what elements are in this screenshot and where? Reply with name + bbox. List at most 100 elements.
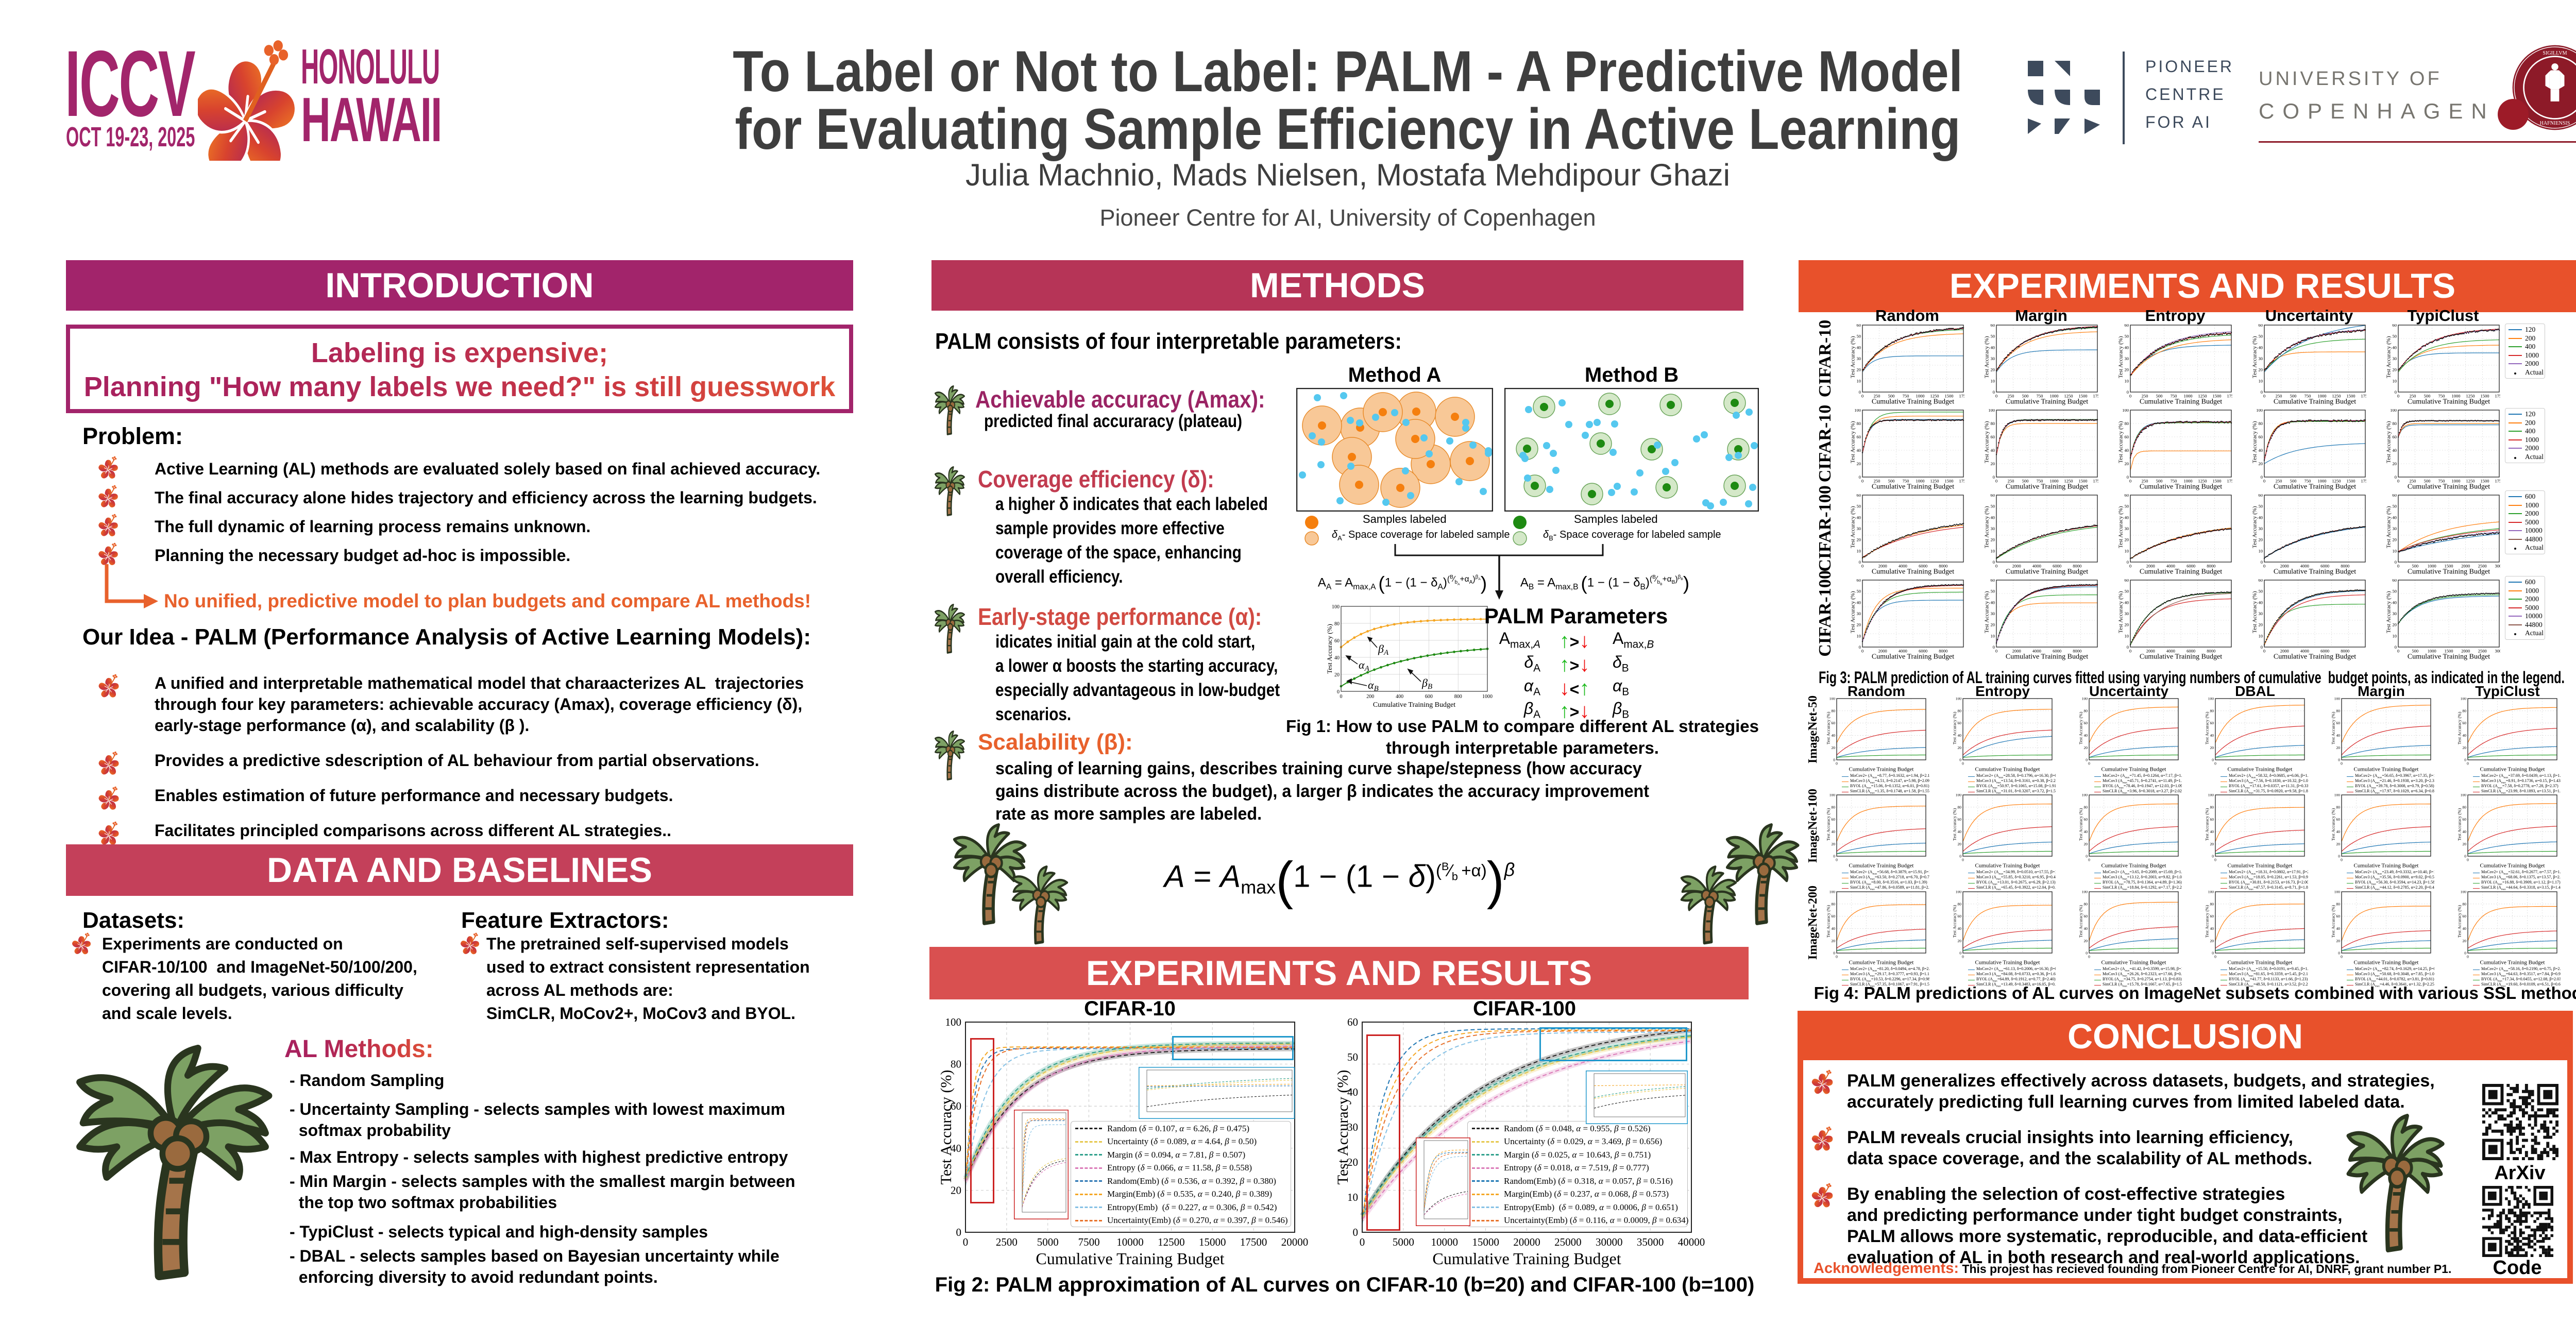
svg-text:30: 30 <box>2393 356 2397 361</box>
svg-text:20: 20 <box>2336 745 2341 750</box>
svg-text:20: 20 <box>2259 461 2263 466</box>
svg-text:1750: 1750 <box>1959 479 1965 484</box>
svg-text:2000: 2000 <box>2461 564 2470 569</box>
svg-text:2000: 2000 <box>2012 649 2021 654</box>
svg-text:60: 60 <box>2259 324 2263 328</box>
svg-text:Cumulative Training Budget: Cumulative Training Budget <box>2140 568 2222 576</box>
svg-text:Cumulative Training Budget: Cumulative Training Budget <box>1872 483 1954 491</box>
svg-text:0: 0 <box>2261 474 2263 480</box>
svg-text:60: 60 <box>2259 494 2263 498</box>
svg-text:250: 250 <box>2142 394 2148 399</box>
svg-text:0: 0 <box>2341 761 2343 766</box>
svg-text:10000: 10000 <box>1431 1236 1459 1248</box>
svg-text:40: 40 <box>1857 448 1861 453</box>
svg-text:60: 60 <box>1857 434 1861 439</box>
svg-text:0: 0 <box>2341 858 2343 862</box>
svg-text:Test Accuracy (%): Test Accuracy (%) <box>1953 712 1957 744</box>
svg-text:Test Accuracy (%): Test Accuracy (%) <box>1850 336 1856 378</box>
svg-text:20: 20 <box>1832 842 1836 846</box>
svg-text:80: 80 <box>1958 805 1962 809</box>
svg-text:10: 10 <box>1347 1191 1358 1203</box>
svg-text:250: 250 <box>1874 394 1880 399</box>
svg-text:800: 800 <box>1454 694 1462 700</box>
svg-text:50: 50 <box>1857 504 1861 509</box>
svg-text:4000: 4000 <box>2032 564 2041 569</box>
svg-text:100: 100 <box>1332 604 1340 610</box>
svg-text:0: 0 <box>1836 761 1838 766</box>
svg-text:20: 20 <box>2259 537 2263 542</box>
svg-text:Cumulative Training Budget: Cumulative Training Budget <box>2006 398 2088 406</box>
svg-text:60: 60 <box>2259 434 2263 439</box>
svg-text:100: 100 <box>2082 794 2088 797</box>
svg-text:0: 0 <box>2263 564 2265 569</box>
svg-text:Test Accuracy (%): Test Accuracy (%) <box>1826 712 1831 744</box>
svg-text:Cumulative Training Budget: Cumulative Training Budget <box>2408 653 2490 661</box>
svg-text:2000: 2000 <box>1878 649 1887 654</box>
svg-text:8000: 8000 <box>2073 649 2081 654</box>
svg-text:80: 80 <box>2210 805 2214 809</box>
svg-text:15000: 15000 <box>1199 1236 1226 1248</box>
svg-text:40: 40 <box>2210 733 2214 738</box>
svg-text:1750: 1750 <box>2093 479 2099 484</box>
svg-text:0: 0 <box>2397 649 2399 654</box>
svg-text:0: 0 <box>2397 394 2399 399</box>
svg-text:40: 40 <box>2125 345 2129 350</box>
svg-text:12500: 12500 <box>1158 1236 1185 1248</box>
svg-text:Cumulative Training Budget: Cumulative Training Budget <box>2354 767 2419 773</box>
svg-text:Test Accuracy (%): Test Accuracy (%) <box>1826 905 1831 938</box>
svg-text:80: 80 <box>1991 421 1995 426</box>
svg-text:40: 40 <box>1347 1086 1358 1098</box>
svg-text:0: 0 <box>2212 854 2214 859</box>
svg-text:0: 0 <box>2395 474 2397 480</box>
svg-text:Test Accuracy (%): Test Accuracy (%) <box>1984 421 1990 463</box>
svg-text:60: 60 <box>951 1100 961 1112</box>
svg-text:50: 50 <box>1991 334 1995 339</box>
svg-text:500: 500 <box>2424 479 2431 484</box>
svg-text:0: 0 <box>1836 955 1838 959</box>
svg-text:1000: 1000 <box>2428 564 2436 569</box>
svg-text:5000: 5000 <box>1037 1236 1059 1248</box>
svg-text:10: 10 <box>2393 548 2397 553</box>
svg-text:0: 0 <box>2395 644 2397 650</box>
svg-text:Cumulative Training Budget: Cumulative Training Budget <box>2408 568 2490 576</box>
svg-text:60: 60 <box>1991 434 1995 439</box>
svg-text:20: 20 <box>2125 537 2129 542</box>
svg-text:6000: 6000 <box>2053 564 2061 569</box>
svg-text:1750: 1750 <box>2227 479 2233 484</box>
svg-text:3000: 3000 <box>2495 564 2501 569</box>
svg-text:Test Accuracy (%): Test Accuracy (%) <box>2252 336 2258 378</box>
svg-text:30: 30 <box>2393 611 2397 616</box>
svg-text:40: 40 <box>2336 733 2341 738</box>
svg-text:20: 20 <box>2084 939 2088 943</box>
svg-text:40: 40 <box>2393 600 2397 605</box>
svg-text:80: 80 <box>2125 421 2129 426</box>
svg-text:60: 60 <box>1991 494 1995 498</box>
svg-text:Test Accuracy (%): Test Accuracy (%) <box>2331 712 2335 744</box>
svg-text:Test Accuracy (%): Test Accuracy (%) <box>2458 808 2462 841</box>
svg-text:60: 60 <box>2336 914 2341 919</box>
svg-text:20: 20 <box>2125 367 2129 372</box>
svg-text:Test Accuracy (%): Test Accuracy (%) <box>1984 506 1990 548</box>
svg-text:1000: 1000 <box>2428 649 2436 654</box>
svg-text:80: 80 <box>2210 708 2214 713</box>
svg-text:10: 10 <box>2125 378 2129 383</box>
svg-text:0: 0 <box>2212 951 2214 956</box>
svg-text:Cumulative Training Budget: Cumulative Training Budget <box>2354 863 2419 869</box>
svg-text:0: 0 <box>2086 854 2088 859</box>
svg-text:30: 30 <box>1857 356 1861 361</box>
svg-text:50: 50 <box>2393 504 2397 509</box>
svg-text:60: 60 <box>1832 914 1836 919</box>
svg-text:2500: 2500 <box>2478 564 2487 569</box>
svg-text:20: 20 <box>2463 745 2467 750</box>
svg-text:Test Accuracy (%): Test Accuracy (%) <box>2118 336 2124 378</box>
svg-text:100: 100 <box>2461 794 2467 797</box>
svg-text:30: 30 <box>1991 611 1995 616</box>
svg-text:1500: 1500 <box>2347 479 2355 484</box>
svg-text:0: 0 <box>2214 858 2216 862</box>
svg-text:30: 30 <box>1991 526 1995 531</box>
svg-text:40: 40 <box>2210 926 2214 931</box>
svg-text:40: 40 <box>2259 515 2263 520</box>
svg-text:1000: 1000 <box>2050 394 2059 399</box>
svg-text:1250: 1250 <box>2466 479 2475 484</box>
svg-text:250: 250 <box>2276 394 2282 399</box>
